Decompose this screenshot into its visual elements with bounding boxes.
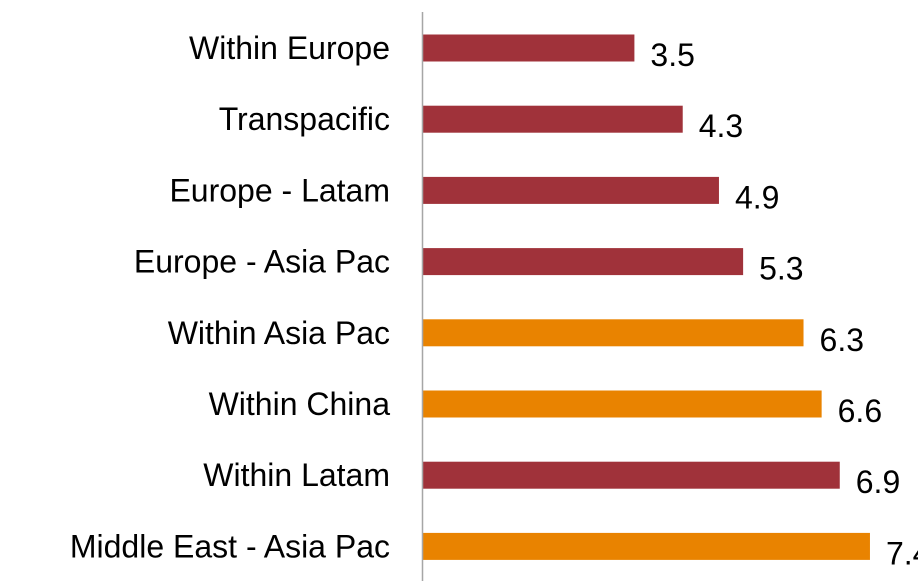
bar <box>423 105 683 133</box>
bar <box>423 390 822 418</box>
bar <box>423 248 744 276</box>
category-label: Middle East - Asia Pac <box>70 528 390 564</box>
data-label: 6.3 <box>820 322 864 358</box>
bar <box>423 34 635 62</box>
bar <box>423 176 719 204</box>
category-label: Within Asia Pac <box>168 315 390 351</box>
category-label: Europe - Asia Pac <box>134 244 390 280</box>
data-label: 5.3 <box>759 251 803 287</box>
data-label: 4.9 <box>735 179 779 215</box>
category-label: Within China <box>209 386 391 422</box>
category-label: Within Latam <box>203 457 390 493</box>
bar <box>423 532 870 560</box>
category-label: Within Europe <box>189 30 390 66</box>
bar <box>423 461 840 489</box>
data-labels: 3.54.3 4.9 5.3 6.3 6.6 6.9 7.4 <box>650 37 918 571</box>
data-label: 6.6 <box>838 393 882 429</box>
bar <box>423 319 804 347</box>
data-label: 6.9 <box>856 464 900 500</box>
data-label: 4.3 <box>699 108 743 144</box>
bars <box>423 34 870 560</box>
data-label: 7.4 <box>886 535 918 571</box>
data-label: 3.5 <box>650 37 694 73</box>
category-label: Europe - Latam <box>169 172 390 208</box>
category-label: Transpacific <box>219 101 390 137</box>
